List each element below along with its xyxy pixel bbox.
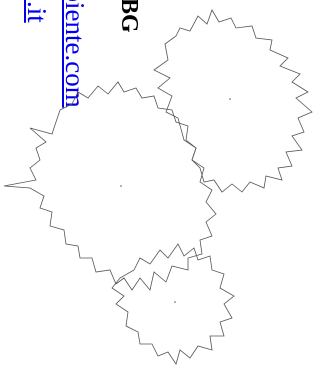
splat-blob-bottom: [112, 244, 234, 364]
splat-blob-top: [154, 10, 312, 192]
splat-blob-middle: [4, 82, 216, 290]
